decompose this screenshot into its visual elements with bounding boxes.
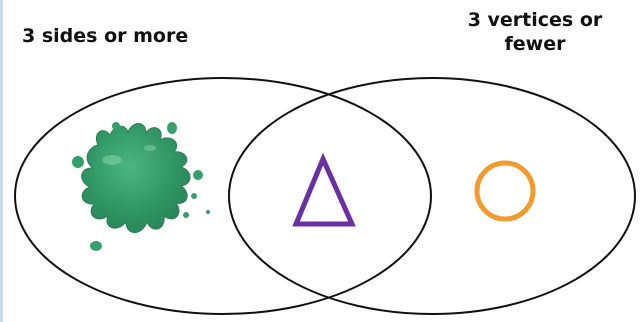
purple-triangle <box>296 159 352 224</box>
green-splat-shape <box>72 122 210 251</box>
orange-circle <box>477 163 533 219</box>
left-set-ellipse <box>15 78 431 314</box>
